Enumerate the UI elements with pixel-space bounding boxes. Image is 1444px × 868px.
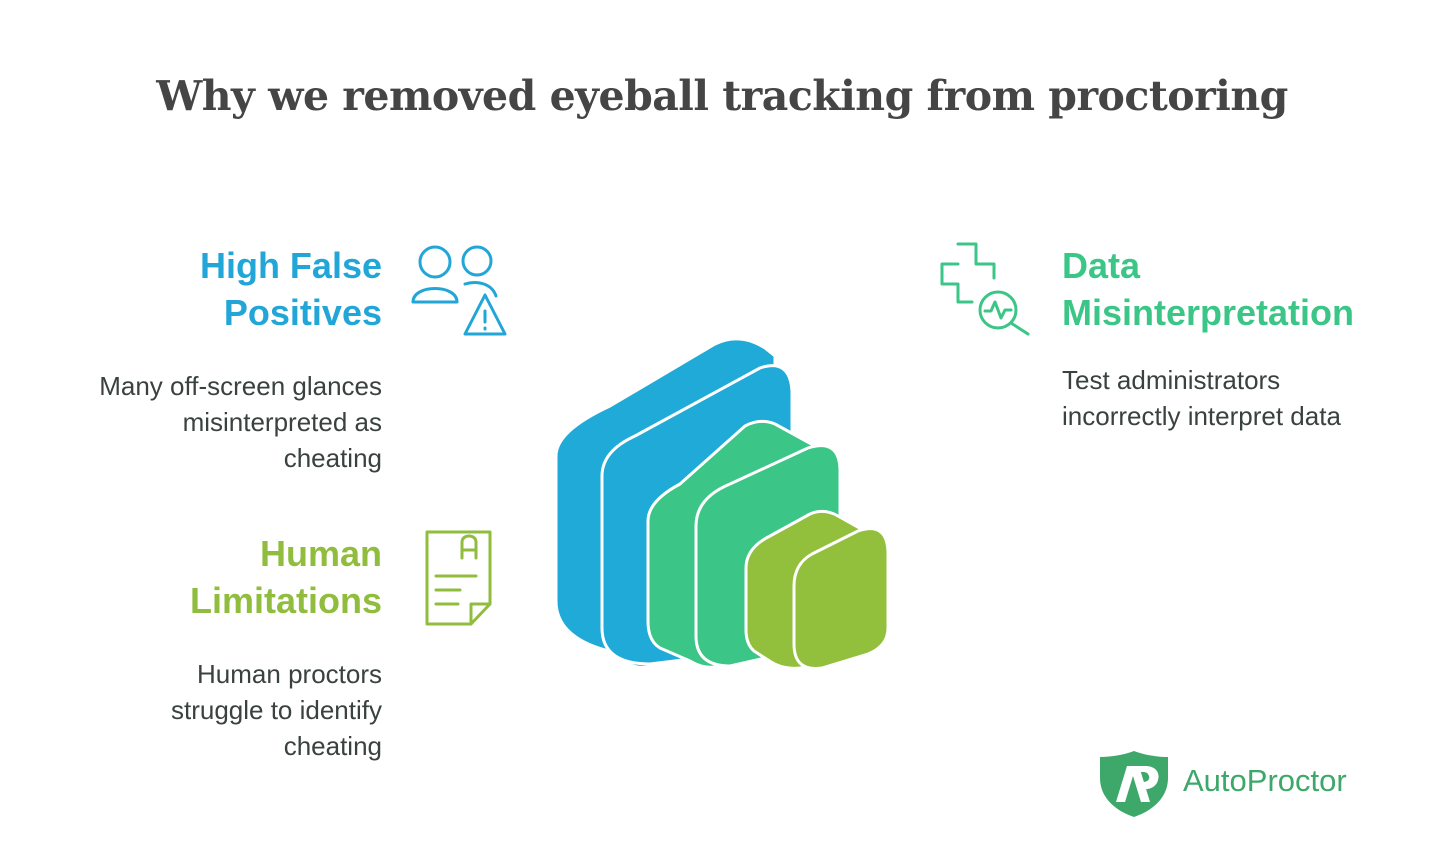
description-high-false-positives: Many off-screen glances misinterpreted a… [30,368,382,476]
layer-lime-front [792,527,890,670]
description-human-limitations: Human proctors struggle to identify chea… [30,656,382,764]
autoproctor-logo-icon [1100,751,1168,817]
description-line: incorrectly interpret data [1062,401,1341,431]
description-line: Test administrators [1062,365,1281,395]
stacked-layers-graphic [554,337,890,670]
heading-high-false-positives: High False Positives [130,242,382,336]
description-line: misinterpreted as [182,407,382,437]
autoproctor-logo-text: AutoProctor [1183,763,1347,798]
description-line: Human proctors [197,659,382,689]
heading-line: Positives [223,292,382,333]
description-line: cheating [283,731,382,761]
heading-line: Data [1062,245,1141,286]
document-icon [425,530,492,626]
page-title: Why we removed eyeball tracking from pro… [156,72,1288,120]
heading-line: Human [259,533,382,574]
heading-line: High False [199,245,382,286]
heading-human-limitations: Human Limitations [130,530,382,624]
description-line: Many off-screen glances [99,371,382,401]
heading-line: Limitations [189,580,382,621]
description-data-misinterpretation: Test administrators incorrectly interpre… [1062,362,1432,434]
medical-search-icon [940,242,1030,336]
description-line: cheating [283,443,382,473]
people-warning-icon [411,245,507,336]
heading-line: Misinterpretation [1062,292,1355,333]
description-line: struggle to identify [170,695,382,725]
heading-data-misinterpretation: Data Misinterpretation [1062,242,1422,336]
